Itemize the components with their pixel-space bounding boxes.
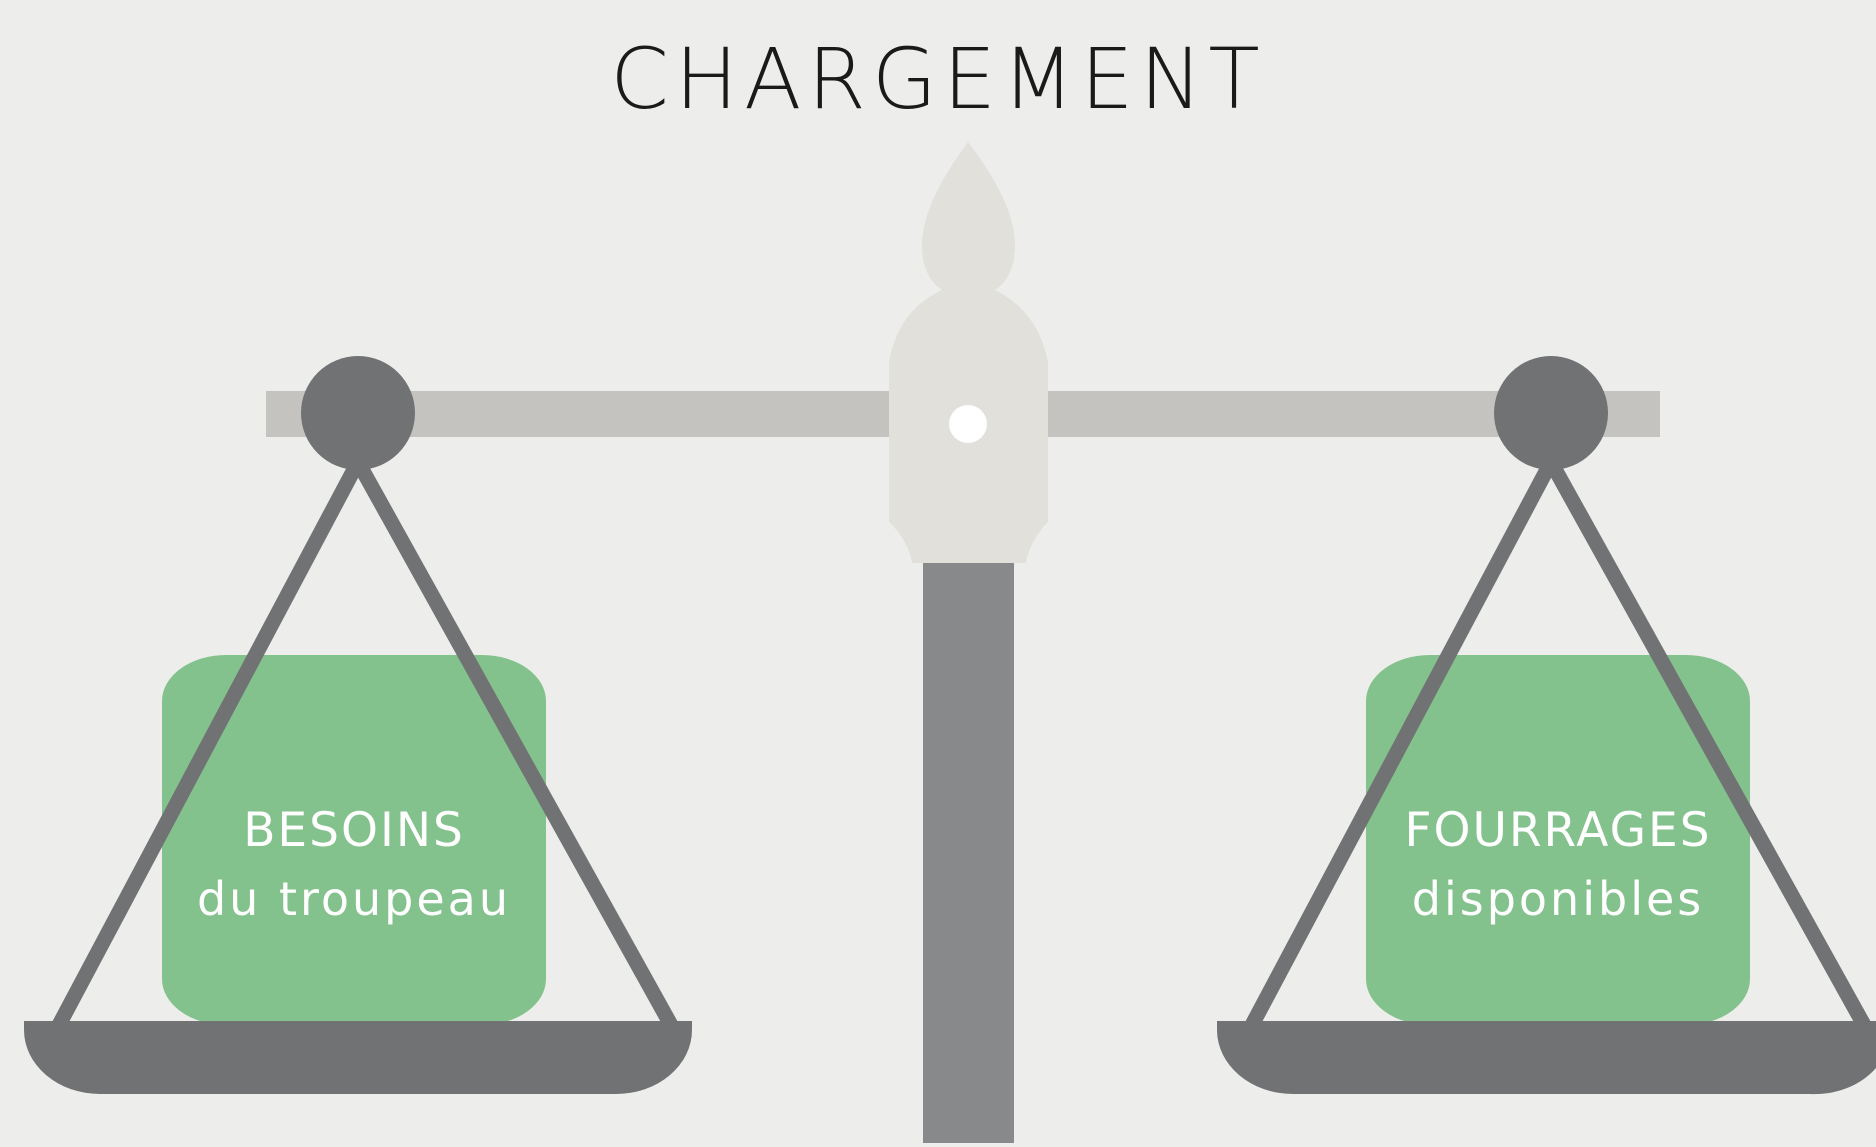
left-string-left <box>52 458 365 1029</box>
right-pan <box>1217 1021 1876 1095</box>
right-hanger-knob <box>1494 356 1608 470</box>
scale-head <box>889 142 1048 563</box>
left-string-right <box>351 458 678 1029</box>
scale-pillar <box>923 560 1014 1147</box>
right-label-sub: disponibles <box>1411 872 1705 926</box>
left-label-sub: du troupeau <box>196 872 512 926</box>
pivot-dot <box>949 405 987 443</box>
right-weight-label: FOURRAGES disponibles <box>1366 797 1750 933</box>
left-label-main: BESOINS <box>243 803 465 858</box>
right-string-right <box>1544 458 1871 1029</box>
left-hanger-knob <box>301 356 415 470</box>
right-weight-block <box>1366 655 1750 1025</box>
left-weight-block <box>162 655 546 1025</box>
right-label-main: FOURRAGES <box>1404 803 1712 858</box>
right-string-left <box>1245 458 1558 1029</box>
left-pan <box>24 1021 692 1094</box>
left-weight-label: BESOINS du troupeau <box>162 797 546 933</box>
diagram-title: CHARGEMENT <box>610 30 1266 128</box>
